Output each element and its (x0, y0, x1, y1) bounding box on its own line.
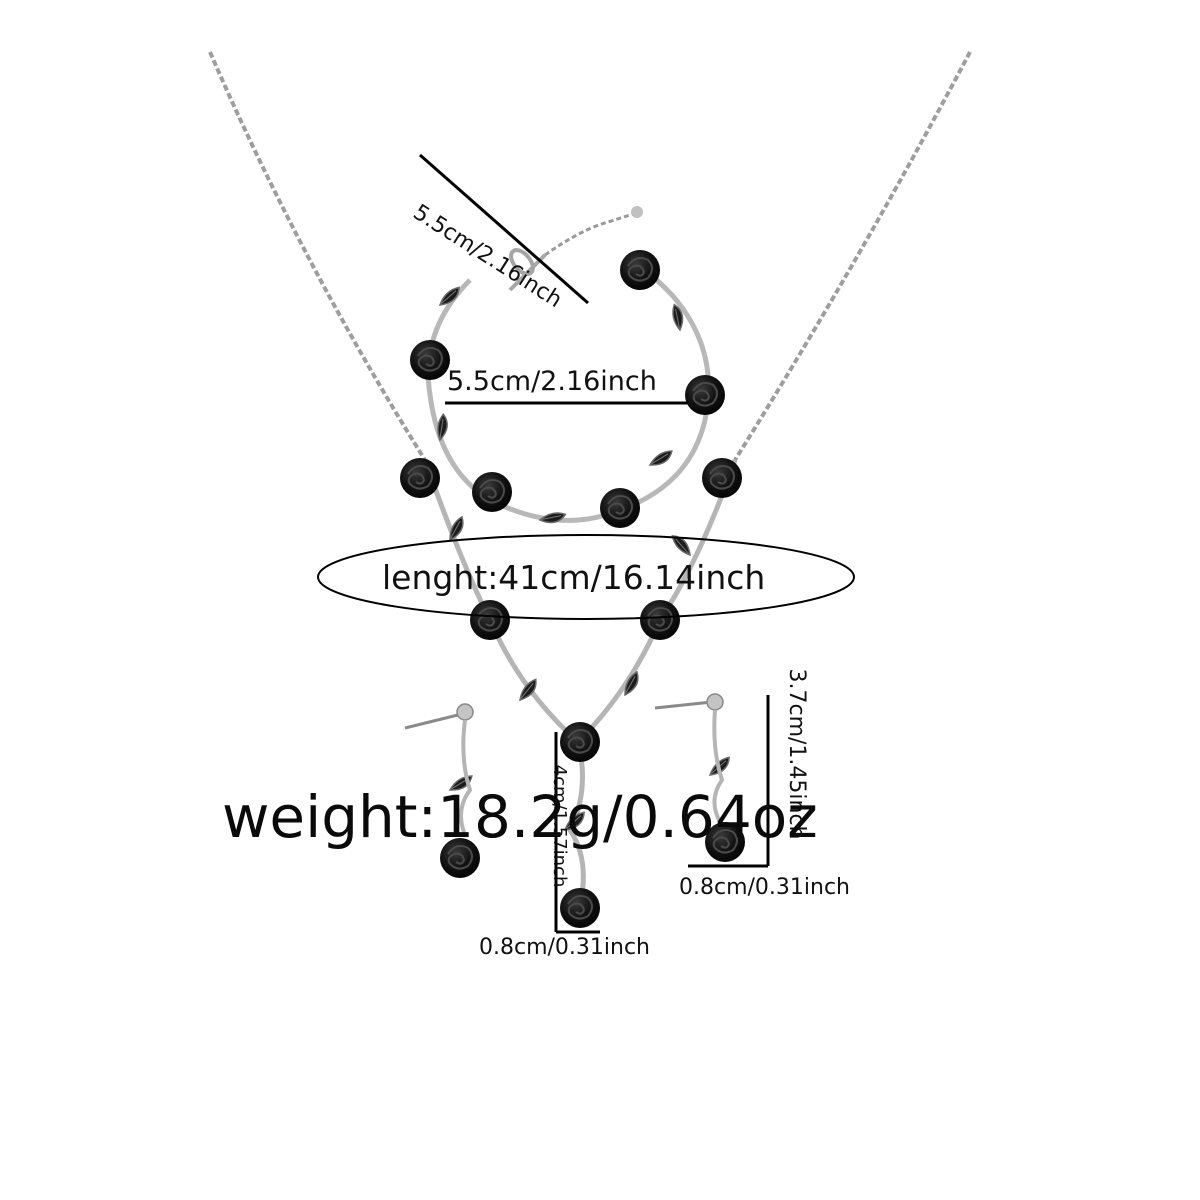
pendant-width-label: 0.8cm/0.31inch (479, 935, 651, 960)
necklace-length-label: lenght:41cm/16.14inch (382, 558, 766, 597)
necklace-chain (208, 51, 972, 906)
earring-left (404, 703, 474, 836)
weight-label: weight:18.2g/0.64oz (222, 783, 818, 851)
bracelet-width-label: 5.5cm/2.16inch (447, 366, 657, 397)
earring-width-label: 0.8cm/0.31inch (679, 875, 851, 900)
earring-right (654, 693, 725, 823)
annotation-lines (317, 153, 855, 934)
